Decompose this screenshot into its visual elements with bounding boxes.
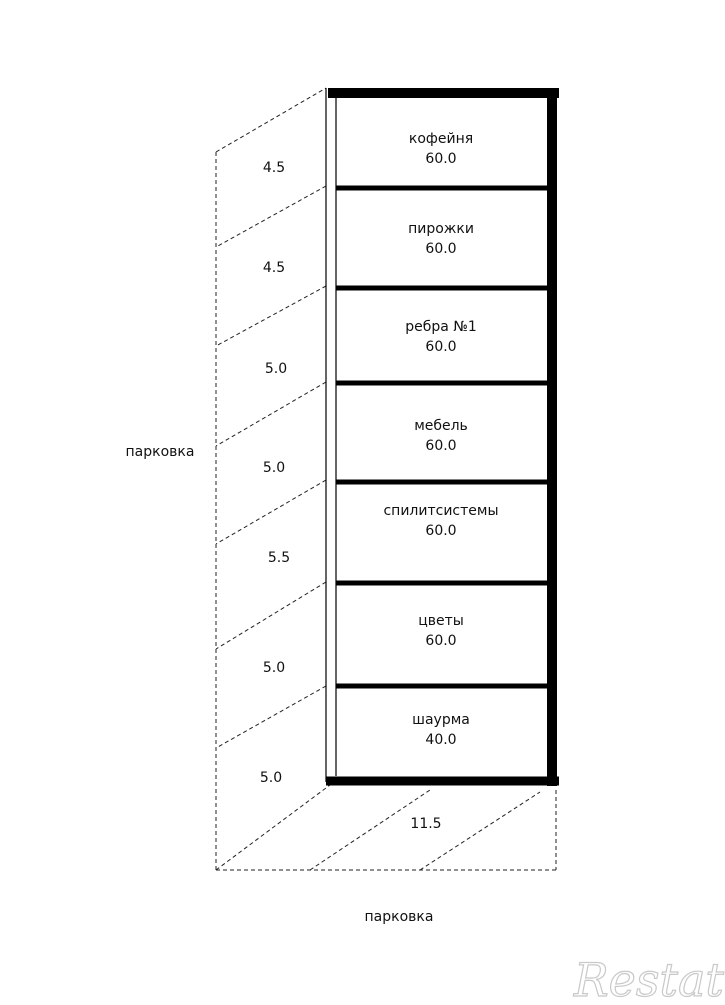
depth-separator: [215, 285, 327, 347]
depth-label: 5.0: [263, 460, 285, 476]
unit-area: 60.0: [425, 151, 456, 167]
unit-area: 60.0: [425, 438, 456, 454]
parking-label-left: парковка: [126, 444, 195, 460]
depth-label: 5.5: [268, 550, 290, 566]
projection-outline: [215, 87, 557, 871]
depth-separator: [215, 381, 327, 447]
depth-label: 5.0: [265, 361, 287, 377]
unit-name: кофейня: [409, 131, 473, 147]
depth-labels: 4.5 4.5 5.0 5.0 5.5 5.0 5.0: [260, 160, 290, 786]
depth-separator: [215, 479, 327, 545]
bottom-face-lines: [215, 784, 541, 871]
unit-name: пирожки: [408, 221, 474, 237]
unit-labels: кофейня 60.0 пирожки 60.0 ребра №1 60.0 мебель…: [383, 131, 498, 748]
unit-name: цветы: [418, 613, 464, 629]
unit-area: 60.0: [425, 633, 456, 649]
unit-name: шаурма: [412, 712, 470, 728]
depth-separator: [215, 685, 327, 749]
width-label: 11.5: [410, 816, 441, 832]
restate-watermark-logo: Restate: [573, 953, 725, 1005]
depth-separators: [215, 185, 327, 749]
depth-label: 5.0: [263, 660, 285, 676]
unit-area: 60.0: [425, 241, 456, 257]
outer-walls: [326, 88, 559, 786]
unit-area: 60.0: [425, 339, 456, 355]
unit-area: 60.0: [425, 523, 456, 539]
depth-label: 5.0: [260, 770, 282, 786]
unit-name: спилитсистемы: [383, 503, 498, 519]
depth-separator: [215, 185, 327, 248]
inner-wall: [325, 88, 337, 782]
depth-label: 4.5: [263, 160, 285, 176]
parking-label-bottom: парковка: [365, 909, 434, 925]
unit-area: 40.0: [425, 732, 456, 748]
unit-name: мебель: [414, 418, 468, 434]
unit-name: ребра №1: [405, 319, 477, 335]
depth-separator: [215, 581, 327, 650]
unit-dividers: [336, 185, 552, 689]
depth-label: 4.5: [263, 260, 285, 276]
